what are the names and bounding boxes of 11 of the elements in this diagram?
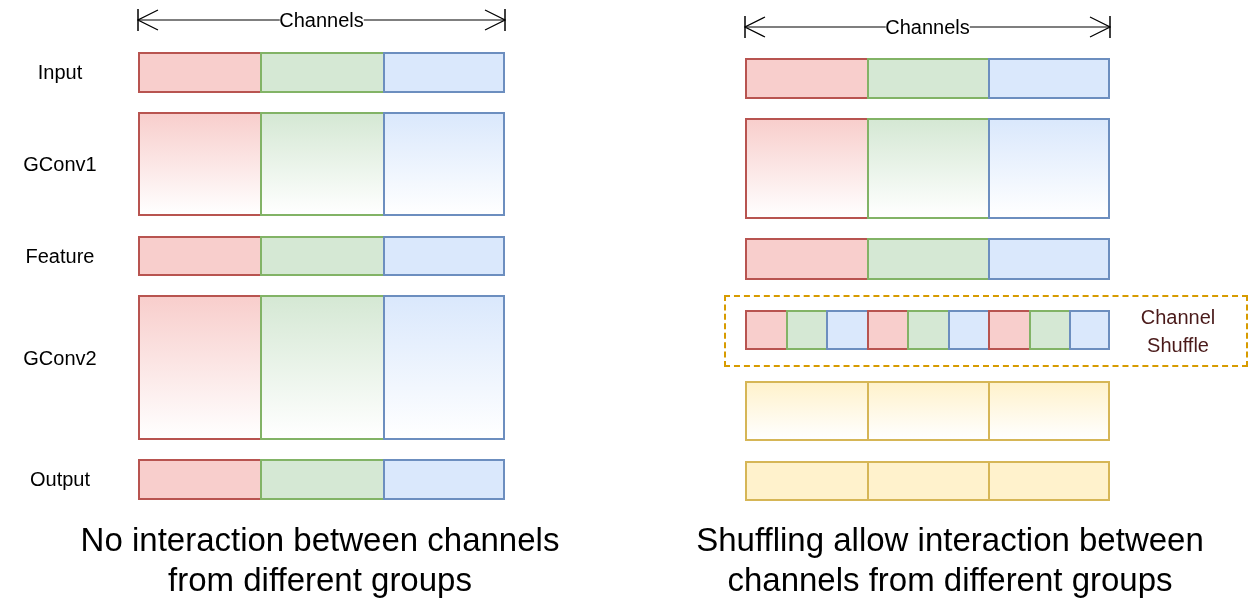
group-label: Channel Shuffle xyxy=(1139,305,1217,358)
row-label: Input xyxy=(36,62,84,82)
caption-text: Shuffling allow interaction between channels from different groups xyxy=(695,520,1205,600)
row-label: GConv2 xyxy=(22,348,98,368)
axis-label: Channels xyxy=(885,17,970,37)
caption-text: No interaction between channels from different groups xyxy=(79,520,561,600)
row-label: Feature xyxy=(24,246,96,266)
row-label: GConv1 xyxy=(22,154,98,174)
axis-label: Channels xyxy=(279,10,364,30)
row-label: Output xyxy=(28,469,91,489)
dashed-group-box xyxy=(724,295,1248,367)
